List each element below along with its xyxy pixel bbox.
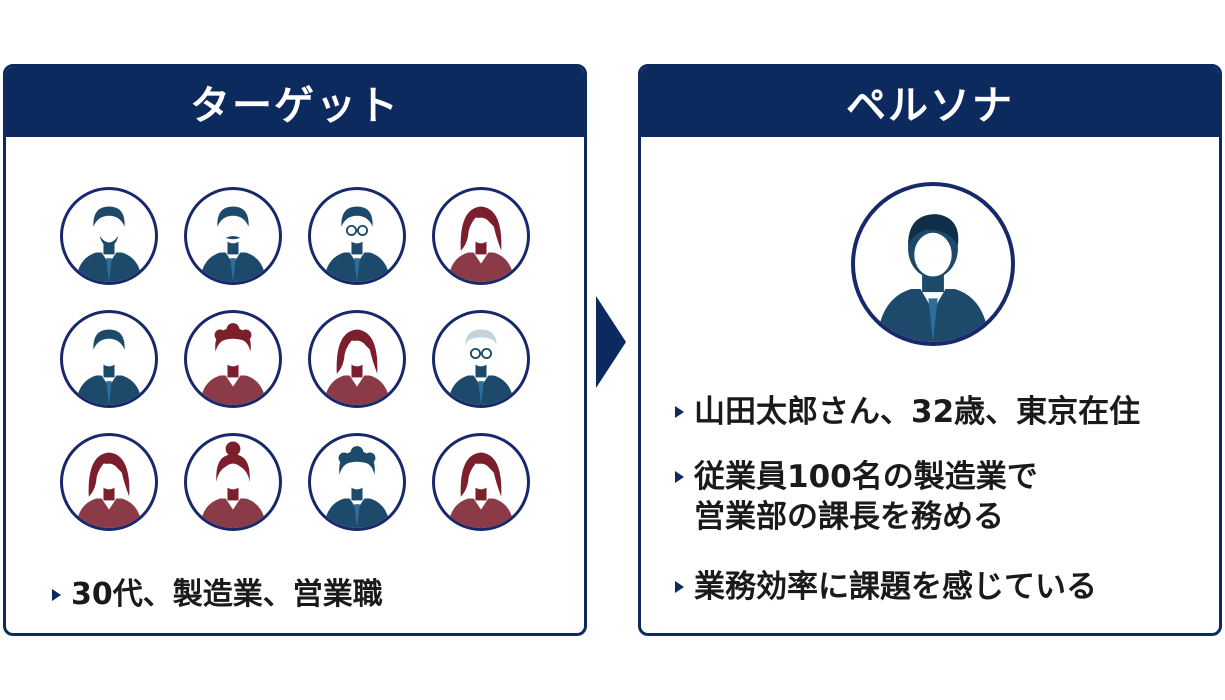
persona-bullet-text: 従業員100名の製造業で営業部の課長を務める [694,457,1038,537]
persona-bullet: 業務効率に課題を感じている [675,567,1097,607]
bullet-triangle-icon [675,471,684,483]
male-mustache-icon [184,187,282,285]
male-curly-icon [308,433,406,531]
persona-male-icon [851,182,1015,346]
male-bald-glasses-icon [432,310,530,408]
male-beard-icon [60,187,158,285]
persona-panel-title: ペルソナ [641,67,1219,137]
female-medium-icon [308,310,406,408]
bullet-triangle-icon [675,406,684,418]
persona-bullet: 従業員100名の製造業で営業部の課長を務める [675,457,1038,537]
persona-bullet-line: 営業部の課長を務める [694,499,1004,535]
persona-bullet-line: 山田太郎さん、32歳、東京在住 [694,394,1141,430]
female-curly-icon [184,310,282,408]
female-ponytail-icon [60,433,158,531]
bullet-triangle-icon [675,581,684,593]
persona-bullet-line: 従業員100名の製造業で [694,459,1038,495]
arrow-right-icon [596,296,626,388]
persona-bullet-text: 山田太郎さん、32歳、東京在住 [694,392,1140,432]
target-panel: ターゲット [3,64,587,636]
male-glasses-icon [308,187,406,285]
persona-bullet-text: 業務効率に課題を感じている [694,567,1097,607]
female-wavy-icon [432,433,530,531]
persona-bullet: 山田太郎さん、32歳、東京在住 [675,392,1140,432]
male-short-icon [60,310,158,408]
target-bullet: 30代、製造業、営業職 [52,575,383,615]
bullet-triangle-icon [52,589,61,601]
target-bullet-text: 30代、製造業、営業職 [71,577,383,612]
persona-panel: ペルソナ 山田太郎さん、32歳、東京在住従業員100名の製造業で営業部の課長を務… [638,64,1222,636]
target-panel-title: ターゲット [6,67,584,137]
female-bun-icon [184,433,282,531]
persona-bullet-line: 業務効率に課題を感じている [694,569,1097,605]
female-bob-icon [432,187,530,285]
